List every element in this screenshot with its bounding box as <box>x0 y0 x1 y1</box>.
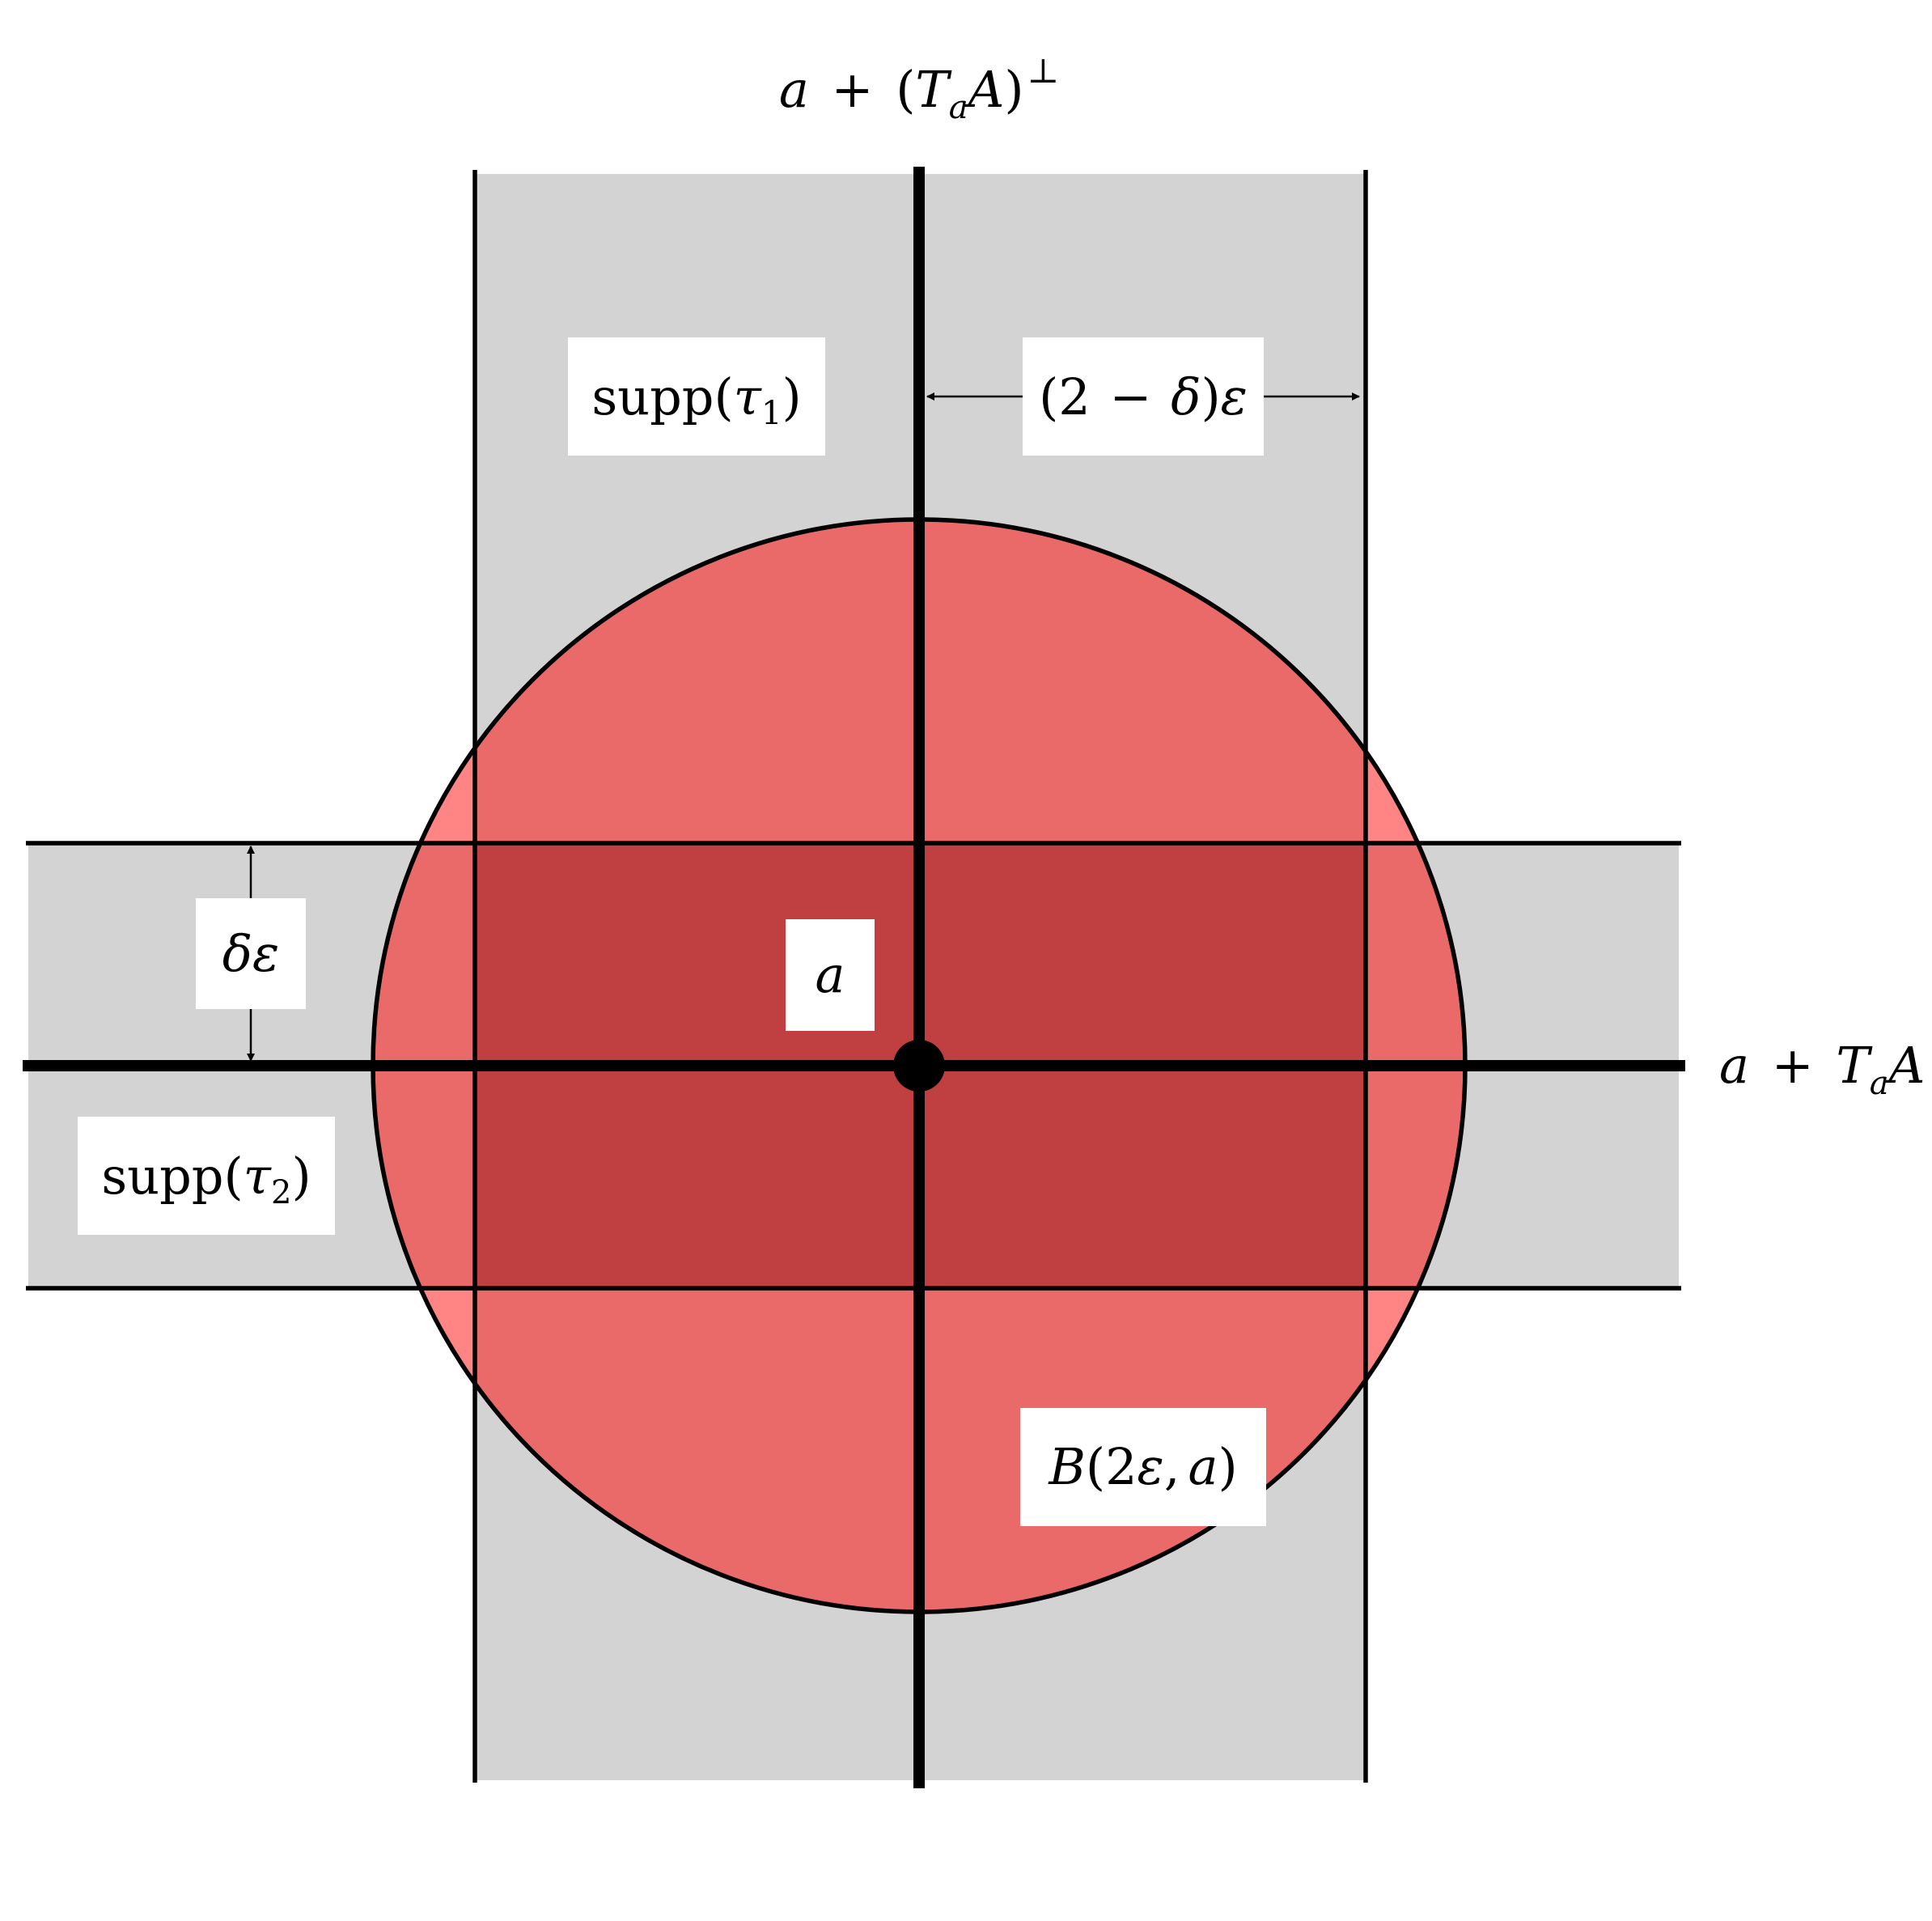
label-delta-eps: δε <box>222 924 280 983</box>
label-box-width <box>1023 337 1264 456</box>
point-a-dot <box>893 1040 945 1092</box>
label-box-point-a <box>786 919 875 1031</box>
label-box-supp-tau2 <box>78 1117 335 1235</box>
label-tangent-space: a + TaA <box>1719 1036 1925 1102</box>
label-ball: B(2ε,a) <box>1048 1437 1237 1496</box>
label-box-delta-eps <box>196 898 306 1009</box>
label-normal-space: a + (TaA)⊥ <box>779 51 1059 126</box>
label-box-ball <box>1020 1408 1266 1526</box>
label-box-supp-tau1 <box>568 337 825 456</box>
label-width-2-minus-delta-eps: (2 − δ)ε <box>1039 367 1248 426</box>
label-supp-tau2: supp(τ2) <box>101 1147 311 1211</box>
label-supp-tau1: supp(τ1) <box>591 367 801 432</box>
label-point-a: a <box>816 945 845 1004</box>
